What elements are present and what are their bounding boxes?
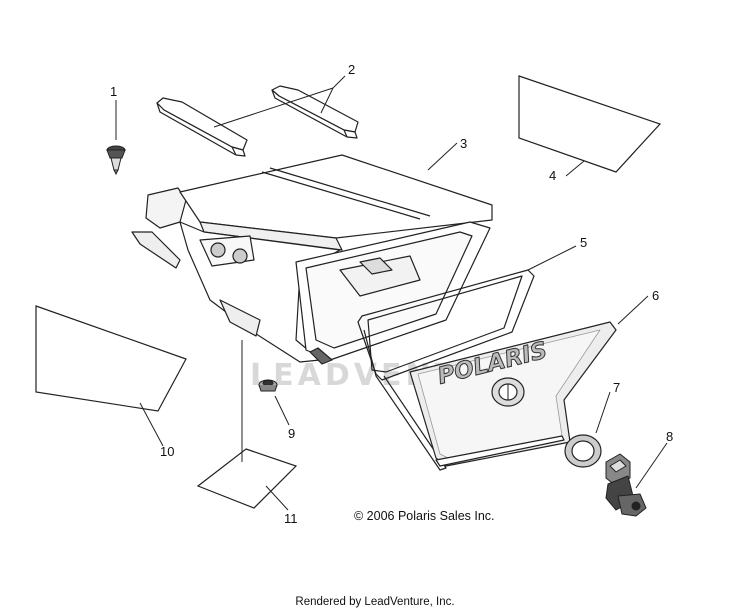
panel-part-10 [35,305,187,412]
callout-8: 8 [666,429,673,444]
callout-4: 4 [549,168,556,183]
seal-part [357,269,535,471]
foam-strips-part [156,85,359,157]
callout-7: 7 [613,380,620,395]
nut-part [258,379,278,392]
latch-part [605,453,647,517]
callout-9: 9 [288,426,295,441]
bezel-ring-part [564,434,602,468]
callout-5: 5 [580,235,587,250]
callout-1: 1 [110,84,117,99]
footer-text: Rendered by LeadVenture, Inc. [295,596,454,608]
callout-labels: 1 2 3 4 5 6 7 8 9 10 11 [110,62,673,526]
callout-3: 3 [460,136,467,151]
copyright-text: © 2006 Polaris Sales Inc. [354,509,495,523]
leader-lines [115,75,668,511]
panel-part-4 [518,75,662,173]
callout-6: 6 [652,288,659,303]
storage-box-part [131,154,493,365]
callout-2: 2 [348,62,355,77]
push-rivet-part [106,145,126,176]
callout-11: 11 [284,511,298,526]
label-part-11 [196,448,298,509]
callout-10: 10 [160,444,174,459]
